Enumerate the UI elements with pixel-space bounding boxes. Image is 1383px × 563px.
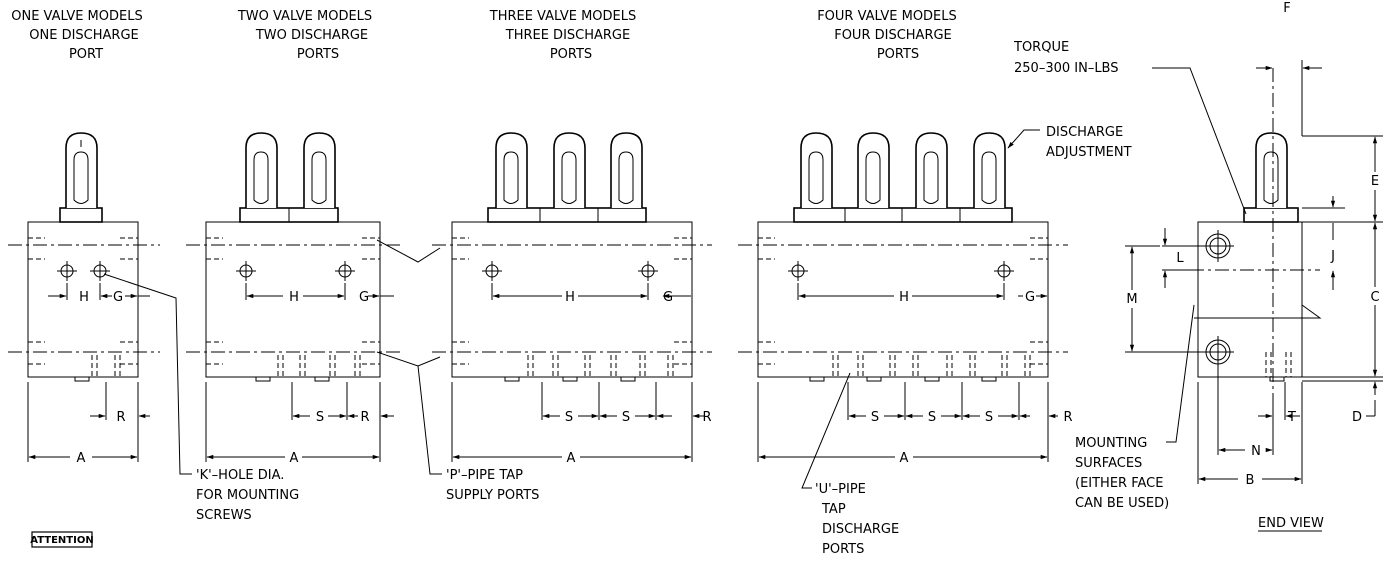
svg-text:ATTENTION: ATTENTION	[30, 535, 93, 546]
torque-callout: TORQUE 250–300 IN–LBS	[1013, 40, 1119, 76]
svg-text:PORTS: PORTS	[550, 47, 592, 62]
attention-badge: ATTENTION	[30, 531, 94, 548]
title-three-valve: THREE VALVE MODELS THREE DISCHARGE PORTS	[489, 9, 637, 62]
svg-text:TORQUE: TORQUE	[1013, 40, 1069, 55]
dim-b: B	[1246, 473, 1255, 488]
dim-g-four: G	[1025, 290, 1035, 305]
svg-text:TWO DISCHARGE: TWO DISCHARGE	[255, 28, 368, 43]
svg-text:TWO VALVE MODELS: TWO VALVE MODELS	[237, 9, 372, 24]
title-two-valve: TWO VALVE MODELS TWO DISCHARGE PORTS	[237, 9, 372, 62]
dim-d: D	[1352, 410, 1362, 425]
title-one-valve: ONE VALVE MODELS ONE DISCHARGE PORT	[11, 9, 142, 62]
dim-a-three: A	[567, 451, 576, 466]
svg-text:MOUNTING: MOUNTING	[1075, 436, 1147, 451]
svg-text:ADJUSTMENT: ADJUSTMENT	[1046, 145, 1132, 160]
dim-r-three: R	[702, 410, 711, 425]
dim-g-two: G	[359, 290, 369, 305]
dim-h-three: H	[565, 290, 575, 305]
svg-text:DISCHARGE: DISCHARGE	[1046, 125, 1123, 140]
dim-g-one: G	[113, 290, 123, 305]
svg-text:SCREWS: SCREWS	[196, 508, 252, 523]
dim-s-four-1: S	[871, 410, 879, 425]
svg-text:THREE VALVE MODELS: THREE VALVE MODELS	[489, 9, 637, 24]
dim-s-three-2: S	[622, 410, 630, 425]
discharge-adjustment-callout: DISCHARGE ADJUSTMENT	[1046, 125, 1132, 160]
svg-text:'K'–HOLE DIA.: 'K'–HOLE DIA.	[196, 468, 284, 483]
end-view	[1125, 60, 1383, 532]
svg-text:FOUR VALVE MODELS: FOUR VALVE MODELS	[817, 9, 957, 24]
block-four-valve	[738, 129, 1068, 489]
dim-s-two: S	[316, 410, 324, 425]
mounting-surfaces-callout: MOUNTING SURFACES (EITHER FACE CAN BE US…	[1075, 436, 1169, 511]
dim-h-one: H	[79, 290, 89, 305]
svg-text:FOUR DISCHARGE: FOUR DISCHARGE	[834, 28, 952, 43]
svg-text:'U'–PIPE: 'U'–PIPE	[815, 482, 866, 497]
svg-text:CAN BE USED): CAN BE USED)	[1075, 496, 1169, 511]
dim-e: E	[1371, 174, 1379, 189]
svg-text:250–300 IN–LBS: 250–300 IN–LBS	[1014, 61, 1119, 76]
k-hole-callout: 'K'–HOLE DIA. FOR MOUNTING SCREWS	[196, 468, 299, 523]
dim-c: C	[1370, 290, 1379, 305]
svg-text:PORT: PORT	[69, 47, 103, 62]
block-three-valve	[432, 132, 712, 462]
svg-text:PORTS: PORTS	[877, 47, 919, 62]
dim-h-two: H	[289, 290, 299, 305]
dim-h-four: H	[899, 290, 909, 305]
svg-text:FOR MOUNTING: FOR MOUNTING	[196, 488, 299, 503]
svg-text:PORTS: PORTS	[822, 542, 864, 557]
dim-f: F	[1283, 1, 1290, 16]
svg-text:'P'–PIPE TAP: 'P'–PIPE TAP	[446, 468, 523, 483]
svg-text:ONE DISCHARGE: ONE DISCHARGE	[29, 28, 138, 43]
dim-n: N	[1251, 444, 1261, 459]
svg-text:TAP: TAP	[821, 502, 846, 517]
block-one-valve	[8, 132, 192, 475]
svg-text:PORTS: PORTS	[297, 47, 339, 62]
dim-j: J	[1330, 249, 1335, 264]
dim-s-four-3: S	[985, 410, 993, 425]
title-four-valve: FOUR VALVE MODELS FOUR DISCHARGE PORTS	[817, 9, 957, 62]
dim-r-two: R	[360, 410, 369, 425]
block-two-valve	[186, 132, 442, 475]
dim-a-two: A	[290, 451, 299, 466]
svg-text:DISCHARGE: DISCHARGE	[822, 522, 899, 537]
dim-s-three-1: S	[565, 410, 573, 425]
dim-g-three: G	[663, 290, 673, 305]
svg-text:ONE VALVE MODELS: ONE VALVE MODELS	[11, 9, 142, 24]
dim-r-four: R	[1063, 410, 1072, 425]
dim-r-one: R	[116, 410, 125, 425]
svg-text:THREE DISCHARGE: THREE DISCHARGE	[505, 28, 630, 43]
dim-l: L	[1176, 251, 1184, 266]
end-view-label: END VIEW	[1258, 516, 1324, 531]
dim-a-four: A	[900, 451, 909, 466]
dim-t: T	[1287, 410, 1296, 425]
svg-text:(EITHER FACE: (EITHER FACE	[1075, 476, 1163, 491]
p-pipe-tap-callout: 'P'–PIPE TAP SUPPLY PORTS	[446, 468, 539, 503]
svg-text:SURFACES: SURFACES	[1075, 456, 1142, 471]
dim-s-four-2: S	[928, 410, 936, 425]
dim-m: M	[1126, 292, 1137, 307]
u-pipe-tap-callout: 'U'–PIPE TAP DISCHARGE PORTS	[815, 482, 899, 557]
svg-text:SUPPLY PORTS: SUPPLY PORTS	[446, 488, 539, 503]
dim-a-one: A	[77, 451, 86, 466]
